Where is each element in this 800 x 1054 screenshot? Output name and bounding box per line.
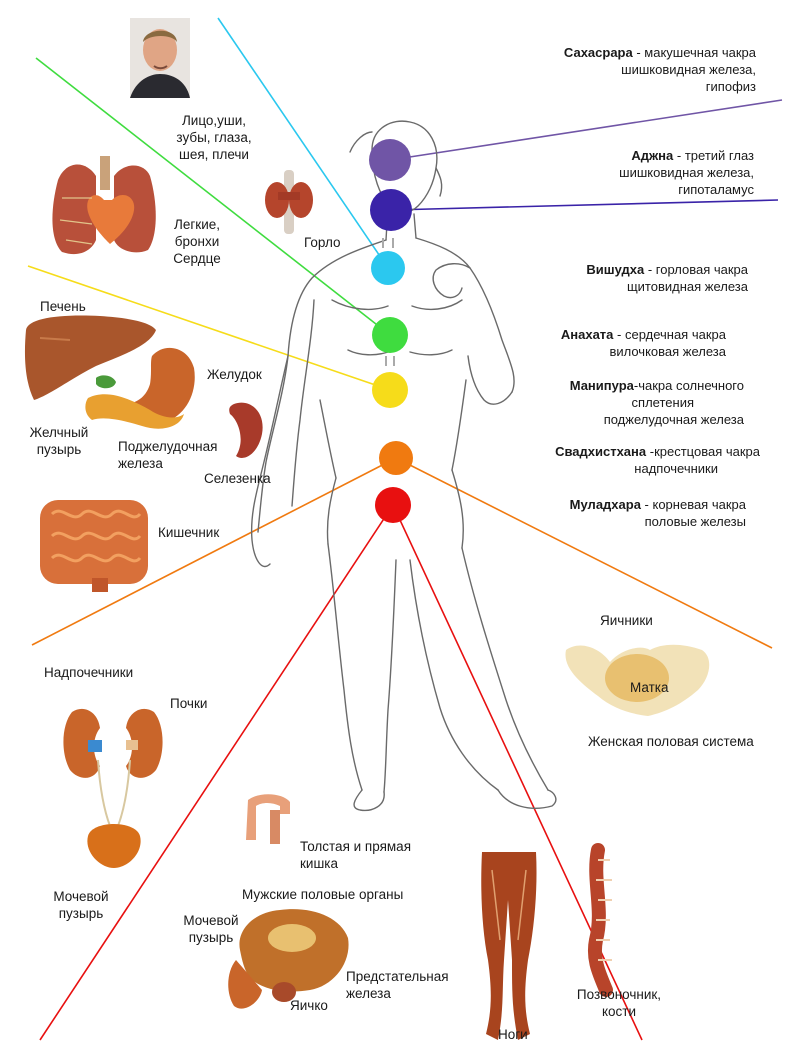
kidneys-label: Почки — [170, 696, 208, 711]
bladder-icon — [87, 824, 141, 868]
chakra-name: Манипура — [569, 378, 634, 393]
orange-connector-line-left — [31, 457, 397, 646]
chakra-gland: щитовидная железа — [626, 279, 748, 294]
sahasrara-chakra-label: Сахасрара - макушечная чакра шишковидная… — [456, 44, 756, 95]
chakra-gland: шишковидная железа, — [621, 62, 756, 77]
gallbladder-icon — [96, 375, 116, 389]
ajna-chakra-label: Аджна - третий глаз шишковидная железа, … — [454, 147, 754, 198]
spine-label: Позвоночник, кости — [576, 987, 662, 1019]
orange-connector-line-right — [395, 457, 773, 649]
chakra-desc: - горловая чакра — [644, 262, 748, 277]
spine-icon — [588, 843, 613, 997]
intestine-label: Кишечник — [158, 525, 220, 540]
male-organs-title: Мужские половые органы — [242, 887, 404, 902]
female-organs-icon — [565, 644, 710, 716]
chakra-gland: сплетения — [631, 395, 694, 410]
intestine-icon — [40, 500, 148, 592]
chakra-desc: -крестцовая чакра — [646, 444, 760, 459]
chakra-desc: -чакра солнечного — [633, 378, 744, 393]
male-organs-icon — [228, 909, 349, 1009]
chakra-name: Сахасрара — [563, 45, 633, 60]
blue-connector-line — [217, 17, 389, 269]
spleen-label: Селезенка — [204, 471, 271, 486]
manipura-chakra-circle — [372, 372, 408, 408]
manipura-chakra-label: Манипура-чакра солнечного сплетения подж… — [444, 377, 744, 428]
chakra-gland: гипоталамус — [678, 182, 754, 197]
chakra-gland: гипофиз — [705, 79, 756, 94]
svadhisthana-chakra-label: Свадхистхана -крестцовая чакра надпочечн… — [440, 443, 760, 477]
gallbladder-label: Желчный пузырь — [29, 425, 89, 457]
muladhara-chakra-label: Муладхара - корневая чакра половые желез… — [446, 496, 746, 530]
chakra-desc: - макушечная чакра — [632, 45, 756, 60]
muladhara-chakra-circle — [375, 487, 411, 523]
chakra-name: Муладхара — [569, 497, 641, 512]
vishuddha-chakra-label: Вишудха - горловая чакра щитовидная желе… — [448, 261, 748, 295]
chakra-gland: вилочковая железа — [609, 344, 726, 359]
green-connector-line — [35, 57, 391, 336]
lungs-heart-icon — [52, 156, 156, 255]
legs-label: Ноги — [498, 1027, 528, 1042]
chakra-gland: половые железы — [644, 514, 746, 529]
liver-icon — [24, 315, 157, 400]
testicle-label: Яичко — [290, 998, 328, 1013]
thyroid-icon — [265, 170, 313, 234]
anahata-chakra-label: Анахата - сердечная чакра вилочковая жел… — [426, 326, 726, 360]
sahasrara-chakra-circle — [369, 139, 411, 181]
adrenals-label: Надпочечники — [44, 665, 134, 680]
chakra-gland: шишковидная железа, — [619, 165, 754, 180]
throat-label: Горло — [304, 235, 341, 250]
chakra-gland: надпочечники — [634, 461, 718, 476]
pancreas-icon — [85, 394, 184, 429]
anahata-chakra-circle — [372, 317, 408, 353]
colon-icon — [246, 794, 290, 844]
chakra-name: Аджна — [631, 148, 674, 163]
bladder-label: Мочевой пузырь — [53, 889, 109, 921]
prostate-label: Предстательная железа — [346, 969, 449, 1001]
colon-label: Толстая и прямая кишка — [300, 839, 411, 871]
female-system-label: Женская половая система — [588, 734, 754, 749]
chakra-name: Анахата — [560, 327, 614, 342]
chakra-gland: поджелудочная железа — [603, 412, 744, 427]
pancreas-label: Поджелудочная железа — [118, 439, 218, 471]
liver-label: Печень — [40, 299, 86, 314]
chakra-desc: - третий глаз — [673, 148, 754, 163]
chakra-desc: - корневая чакра — [640, 497, 746, 512]
chakra-desc: - сердечная чакра — [613, 327, 726, 342]
violet-connector-line — [389, 99, 783, 161]
face-label: Лицо,уши, зубы, глаза, шея, плечи — [176, 113, 252, 162]
ovaries-label: Яичники — [600, 613, 653, 628]
chakra-name: Свадхистхана — [555, 444, 647, 459]
stomach-label: Желудок — [207, 367, 262, 382]
lungs-label: Легкие, бронхи Сердце — [173, 217, 221, 266]
ajna-chakra-circle — [370, 189, 412, 231]
yellow-connector-line — [27, 265, 391, 391]
uterus-label: Матка — [630, 680, 669, 695]
vishuddha-chakra-circle — [371, 251, 405, 285]
kidneys-icon — [63, 708, 163, 827]
chakra-circles — [369, 139, 413, 523]
portrait-photo — [130, 18, 190, 98]
legs-muscles-icon — [481, 852, 537, 1040]
chakra-spacer-marks — [382, 238, 395, 366]
male-bladder-label: Мочевой пузырь — [183, 913, 239, 945]
svadhisthana-chakra-circle — [379, 441, 413, 475]
chakra-name: Вишудха — [586, 262, 645, 277]
spleen-icon — [229, 402, 263, 458]
indigo-connector-line — [391, 199, 779, 211]
